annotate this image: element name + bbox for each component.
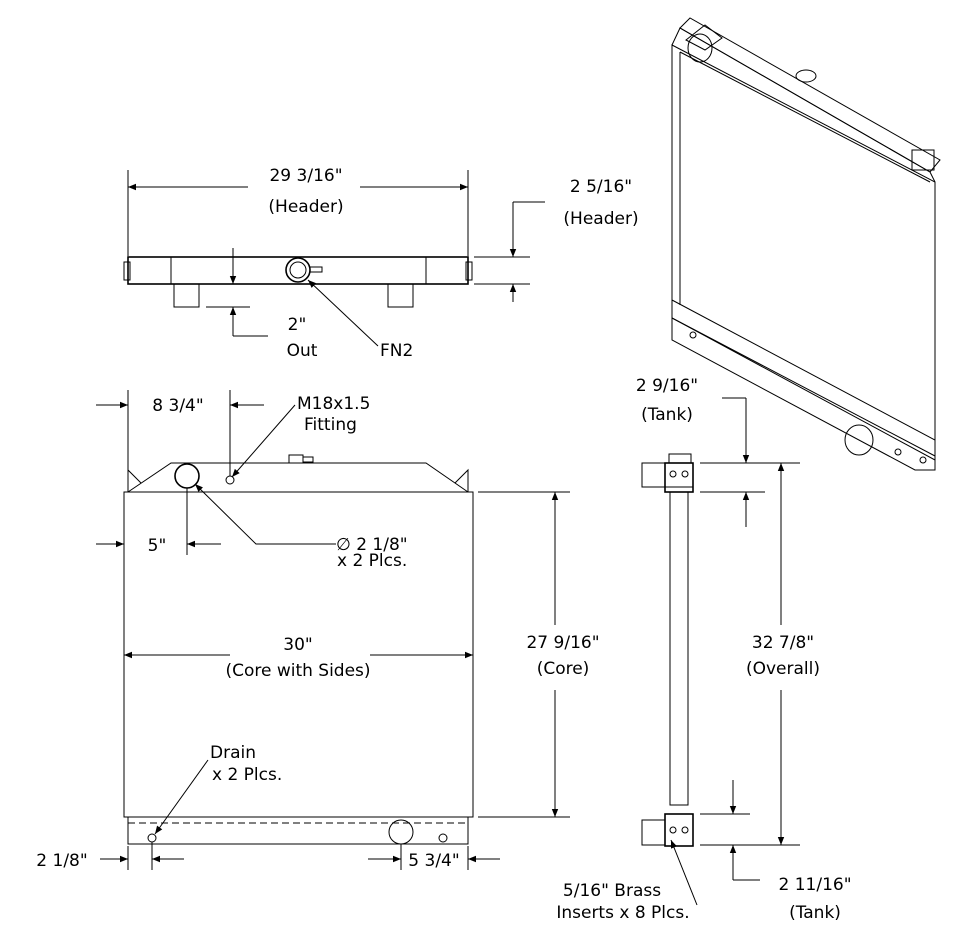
outlet-pipe-right xyxy=(387,283,414,308)
iso-core xyxy=(671,44,936,461)
bottom-tank xyxy=(127,816,469,845)
inlet-offset-dim: 5" xyxy=(148,536,167,556)
fitting-label: M18x1.5 xyxy=(297,394,370,414)
fill-neck-label: FN2 xyxy=(380,341,413,361)
drain-icon xyxy=(438,833,448,843)
outlet-note: Out xyxy=(287,341,318,361)
fitting-note: Fitting xyxy=(304,415,357,435)
inlet-diameter-label: ∅ 2 1/8" xyxy=(336,535,408,555)
header-height-dim: 2 5/16" xyxy=(570,177,632,197)
core-height-dim: 27 9/16" xyxy=(526,633,599,653)
drain-offset-dim: 2 1/8" xyxy=(36,851,87,871)
header-width-note: (Header) xyxy=(268,197,343,217)
overall-height-dim: 32 7/8" xyxy=(752,633,814,653)
outlet-dim: 2" xyxy=(288,315,307,335)
bottom-tank-dim: 2 11/16" xyxy=(778,875,851,895)
core-height-note: (Core) xyxy=(537,659,590,679)
inserts-label: 5/16" Brass xyxy=(563,881,661,901)
fitting-offset-dim: 8 3/4" xyxy=(152,396,203,416)
core-side xyxy=(669,491,689,806)
top-tank-dim: 2 9/16" xyxy=(636,376,698,396)
fitting-icon xyxy=(225,475,235,485)
outlet-pipe-left xyxy=(173,283,200,308)
header-width-dim: 29 3/16" xyxy=(269,166,342,186)
iso-fill-neck xyxy=(795,69,817,83)
drain-icon xyxy=(147,833,157,843)
outlet-icon xyxy=(388,819,414,845)
bottom-tank-side xyxy=(664,813,694,847)
isometric-view xyxy=(671,17,941,471)
outlet-offset-dim: 5 3/4" xyxy=(408,851,459,871)
inlet-qty-label: x 2 Plcs. xyxy=(337,551,407,571)
top-view: 29 3/16" (Header) 2 5/16" (Header) 2" Ou… xyxy=(123,166,639,361)
top-tank-side xyxy=(664,462,694,493)
iso-inlet xyxy=(687,33,713,63)
core-width-dim: 30" xyxy=(283,635,312,655)
drain-label: Drain xyxy=(210,743,256,763)
core-width-note: (Core with Sides) xyxy=(225,661,370,681)
bottom-tank-note: (Tank) xyxy=(789,903,841,923)
iso-outlet xyxy=(844,424,874,456)
drain-qty-label: x 2 Plcs. xyxy=(212,765,282,785)
top-tank-note: (Tank) xyxy=(641,405,693,425)
header-height-note: (Header) xyxy=(563,209,638,229)
iso-bottom-tank xyxy=(671,299,936,471)
side-view: 2 9/16" (Tank) 32 7/8" (Overall) 2 11/16… xyxy=(556,376,851,923)
overall-height-note: (Overall) xyxy=(746,659,820,679)
inserts-qty-label: Inserts x 8 Plcs. xyxy=(556,903,689,923)
front-view: 8 3/4" M18x1.5 Fitting 5" ∅ 2 1/8" x 2 P… xyxy=(36,390,600,871)
